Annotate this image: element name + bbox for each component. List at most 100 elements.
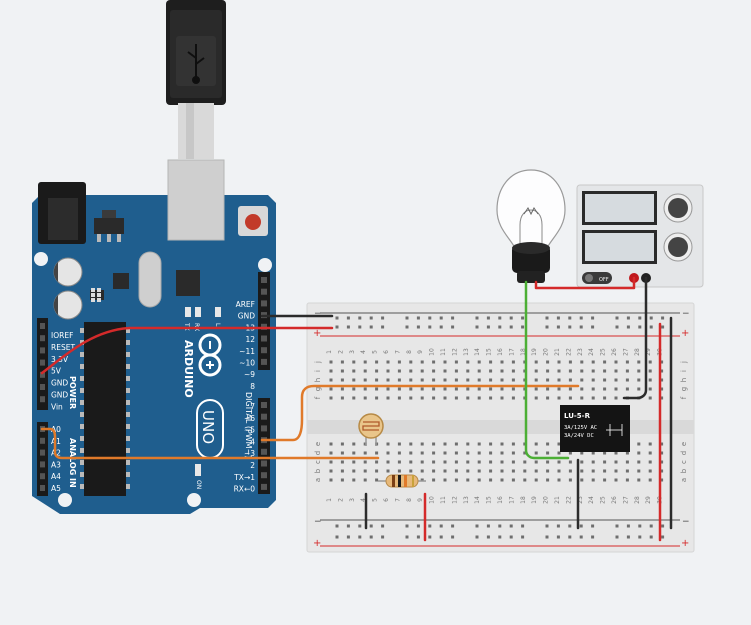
breadboard-hole[interactable] <box>489 387 493 391</box>
breadboard-hole[interactable] <box>557 478 561 482</box>
breadboard-hole[interactable] <box>489 396 493 400</box>
breadboard-hole[interactable] <box>546 396 550 400</box>
breadboard-hole[interactable] <box>568 524 572 528</box>
wire-a0-to-ldr[interactable] <box>40 427 380 460</box>
breadboard-hole[interactable] <box>340 378 344 382</box>
breadboard-hole[interactable] <box>420 378 424 382</box>
breadboard-hole[interactable] <box>335 535 339 539</box>
breadboard-hole[interactable] <box>454 396 458 400</box>
breadboard-hole[interactable] <box>603 478 607 482</box>
breadboard-hole[interactable] <box>568 460 572 464</box>
breadboard-hole[interactable] <box>614 378 618 382</box>
breadboard-hole[interactable] <box>660 387 664 391</box>
breadboard-hole[interactable] <box>534 360 538 364</box>
breadboard-hole[interactable] <box>557 460 561 464</box>
breadboard-hole[interactable] <box>346 325 350 329</box>
breadboard-hole[interactable] <box>381 524 385 528</box>
breadboard-hole[interactable] <box>363 469 367 473</box>
breadboard-hole[interactable] <box>375 360 379 364</box>
breadboard-hole[interactable] <box>591 325 595 329</box>
breadboard-hole[interactable] <box>329 378 333 382</box>
breadboard-hole[interactable] <box>428 316 432 320</box>
breadboard-hole[interactable] <box>340 469 344 473</box>
breadboard-hole[interactable] <box>416 524 420 528</box>
breadboard-hole[interactable] <box>534 387 538 391</box>
breadboard-hole[interactable] <box>637 387 641 391</box>
breadboard-hole[interactable] <box>557 442 561 446</box>
breadboard-hole[interactable] <box>329 360 333 364</box>
breadboard-hole[interactable] <box>557 360 561 364</box>
breadboard-hole[interactable] <box>637 378 641 382</box>
breadboard-hole[interactable] <box>397 460 401 464</box>
breadboard-hole[interactable] <box>466 442 470 446</box>
breadboard-hole[interactable] <box>500 360 504 364</box>
breadboard-hole[interactable] <box>439 535 443 539</box>
breadboard-hole[interactable] <box>556 524 560 528</box>
breadboard-hole[interactable] <box>409 369 413 373</box>
breadboard-hole[interactable] <box>625 369 629 373</box>
breadboard-hole[interactable] <box>638 325 642 329</box>
breadboard-hole[interactable] <box>546 469 550 473</box>
breadboard-hole[interactable] <box>580 460 584 464</box>
breadboard-hole[interactable] <box>556 535 560 539</box>
breadboard-hole[interactable] <box>580 478 584 482</box>
relay[interactable]: LU-5-R 3A/125V AC 3A/24V DC <box>560 405 630 452</box>
breadboard-hole[interactable] <box>637 478 641 482</box>
breadboard-hole[interactable] <box>466 451 470 455</box>
breadboard-hole[interactable] <box>363 378 367 382</box>
breadboard-hole[interactable] <box>500 378 504 382</box>
breadboard-hole[interactable] <box>443 378 447 382</box>
breadboard-hole[interactable] <box>489 369 493 373</box>
breadboard-hole[interactable] <box>340 360 344 364</box>
breadboard-hole[interactable] <box>579 316 583 320</box>
breadboard-hole[interactable] <box>603 396 607 400</box>
breadboard-hole[interactable] <box>439 325 443 329</box>
breadboard-hole[interactable] <box>375 378 379 382</box>
header-pin[interactable] <box>40 449 45 456</box>
breadboard-hole[interactable] <box>466 387 470 391</box>
breadboard-hole[interactable] <box>660 396 664 400</box>
breadboard-hole[interactable] <box>420 387 424 391</box>
breadboard-hole[interactable] <box>428 535 432 539</box>
breadboard-hole[interactable] <box>523 469 527 473</box>
breadboard-hole[interactable] <box>432 378 436 382</box>
breadboard-hole[interactable] <box>626 535 630 539</box>
breadboard-hole[interactable] <box>511 478 515 482</box>
breadboard-hole[interactable] <box>568 360 572 364</box>
breadboard-hole[interactable] <box>454 387 458 391</box>
breadboard-hole[interactable] <box>475 524 479 528</box>
breadboard-hole[interactable] <box>591 478 595 482</box>
header-pin[interactable] <box>40 461 45 468</box>
breadboard-hole[interactable] <box>405 316 409 320</box>
breadboard-hole[interactable] <box>614 360 618 364</box>
breadboard-hole[interactable] <box>603 460 607 464</box>
header-pin[interactable] <box>261 472 267 479</box>
header-pin[interactable] <box>40 371 45 378</box>
breadboard-hole[interactable] <box>534 396 538 400</box>
breadboard-hole[interactable] <box>545 325 549 329</box>
breadboard-hole[interactable] <box>477 396 481 400</box>
breadboard-hole[interactable] <box>568 396 572 400</box>
header-pin[interactable] <box>40 437 45 444</box>
breadboard-hole[interactable] <box>500 387 504 391</box>
breadboard-hole[interactable] <box>432 396 436 400</box>
breadboard-hole[interactable] <box>511 460 515 464</box>
breadboard-hole[interactable] <box>500 396 504 400</box>
breadboard-hole[interactable] <box>352 451 356 455</box>
breadboard-hole[interactable] <box>352 469 356 473</box>
header-pin[interactable] <box>261 413 267 420</box>
breadboard-hole[interactable] <box>648 460 652 464</box>
breadboard-hole[interactable] <box>521 316 525 320</box>
breadboard-hole[interactable] <box>466 378 470 382</box>
breadboard-hole[interactable] <box>660 478 664 482</box>
wire-bulb-to-relay[interactable] <box>524 280 570 460</box>
breadboard-hole[interactable] <box>546 387 550 391</box>
breadboard-hole[interactable] <box>557 369 561 373</box>
breadboard-hole[interactable] <box>477 478 481 482</box>
breadboard-hole[interactable] <box>386 460 390 464</box>
breadboard-hole[interactable] <box>579 524 583 528</box>
breadboard-hole[interactable] <box>500 469 504 473</box>
breadboard-hole[interactable] <box>386 387 390 391</box>
breadboard-hole[interactable] <box>591 535 595 539</box>
breadboard-hole[interactable] <box>352 460 356 464</box>
